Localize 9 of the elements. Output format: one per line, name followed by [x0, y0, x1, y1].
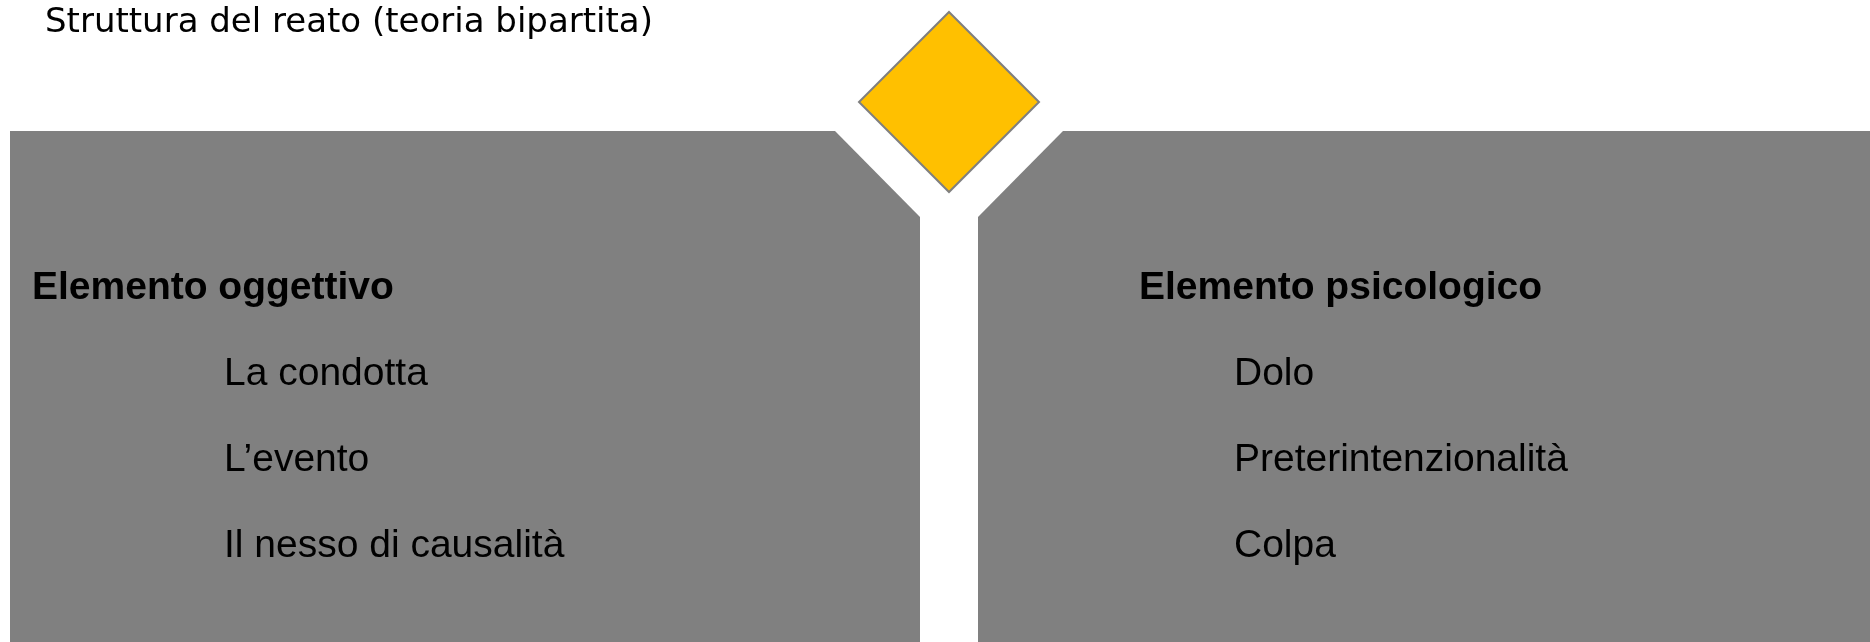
list-item: Colpa: [1234, 521, 1336, 567]
list-item: Il nesso di causalità: [224, 521, 565, 567]
diagram-title: Struttura del reato (teoria bipartita): [45, 0, 653, 40]
list-item: La condotta: [224, 349, 428, 395]
panel-heading: Elemento psicologico: [1139, 263, 1543, 309]
panel-heading: Elemento oggettivo: [32, 263, 394, 309]
list-item: Preterintenzionalità: [1234, 435, 1568, 481]
list-item: Dolo: [1234, 349, 1315, 395]
list-item: L’evento: [224, 435, 370, 481]
